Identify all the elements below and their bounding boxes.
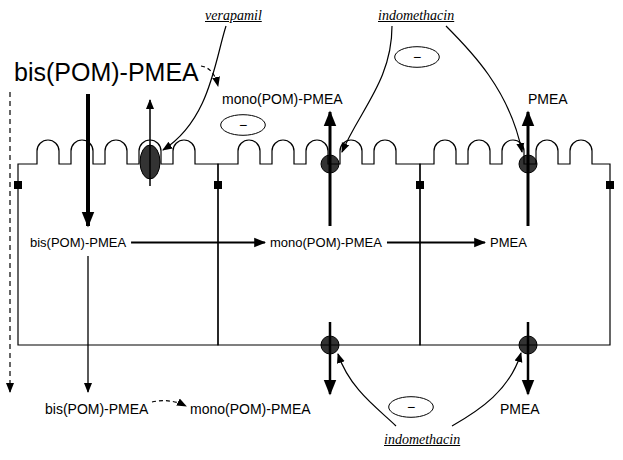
label-holder: PMEA (500, 400, 540, 418)
inhibition-arrow (446, 26, 522, 152)
ellipse-outline (221, 115, 266, 136)
ellipse-outline (395, 47, 440, 68)
cell-membrane (420, 140, 610, 345)
hydrolysis-arrow (152, 401, 186, 406)
compound-name: bis(POM)-PMEA (30, 235, 126, 250)
ellipse-outline (389, 397, 434, 418)
inhibition-symbol: − (388, 396, 434, 418)
cell-membrane (18, 140, 218, 345)
compound-label: PMEA (528, 91, 568, 107)
compound-name: mono(POM)-PMEA (270, 235, 382, 250)
label-holder: PMEA (528, 90, 568, 108)
flow-arrow (387, 242, 485, 244)
basolateral-arrow (527, 322, 530, 394)
label-holder: verapamil (205, 6, 262, 24)
text-holder: PMEA (490, 233, 527, 251)
label-holder: bis(POM)-PMEA (45, 400, 148, 418)
label-holder: bis(POM)-PMEA (14, 58, 199, 87)
efflux-arrow (329, 112, 332, 226)
drug-name: indomethacin (384, 432, 460, 447)
cell: PMEA (420, 140, 610, 345)
compound-name: PMEA (490, 235, 527, 250)
label-holder: mono(POM)-PMEA (190, 400, 311, 418)
minus-sign: − (394, 48, 440, 66)
basolateral-arrow (87, 256, 88, 392)
label-holder: mono(POM)-PMEA (222, 90, 343, 108)
inhibition-arrow (342, 26, 392, 152)
inhibition-arrow (338, 354, 396, 426)
efflux-arrow (527, 112, 530, 226)
cell-membrane (218, 140, 420, 345)
efflux-arrow (149, 100, 151, 186)
label-holder: indomethacin (384, 430, 460, 448)
label-holder: indomethacin (378, 6, 454, 24)
compound-label: mono(POM)-PMEA (222, 91, 343, 107)
cell: mono(POM)-PMEA (218, 140, 420, 345)
paracellular-arrow (9, 92, 10, 392)
inhibition-symbol: − (394, 46, 440, 68)
minus-sign: − (220, 116, 266, 134)
minus-sign: − (388, 398, 434, 416)
drug-name: verapamil (205, 8, 262, 23)
text-holder: mono(POM)-PMEA (270, 233, 382, 251)
inhibition-arrow (163, 26, 226, 150)
compound-label: mono(POM)-PMEA (190, 401, 311, 417)
flow-arrow (131, 242, 265, 244)
compound-label: bis(POM)-PMEA (45, 401, 148, 417)
cell: bis(POM)-PMEA (18, 140, 218, 345)
basolateral-arrow (329, 322, 332, 394)
drug-name: indomethacin (378, 8, 454, 23)
compound-label: PMEA (500, 401, 540, 417)
compound-label: bis(POM)-PMEA (14, 58, 199, 86)
uptake-arrow (86, 94, 90, 226)
text-holder: bis(POM)-PMEA (30, 233, 126, 251)
inhibition-symbol: − (220, 114, 266, 136)
